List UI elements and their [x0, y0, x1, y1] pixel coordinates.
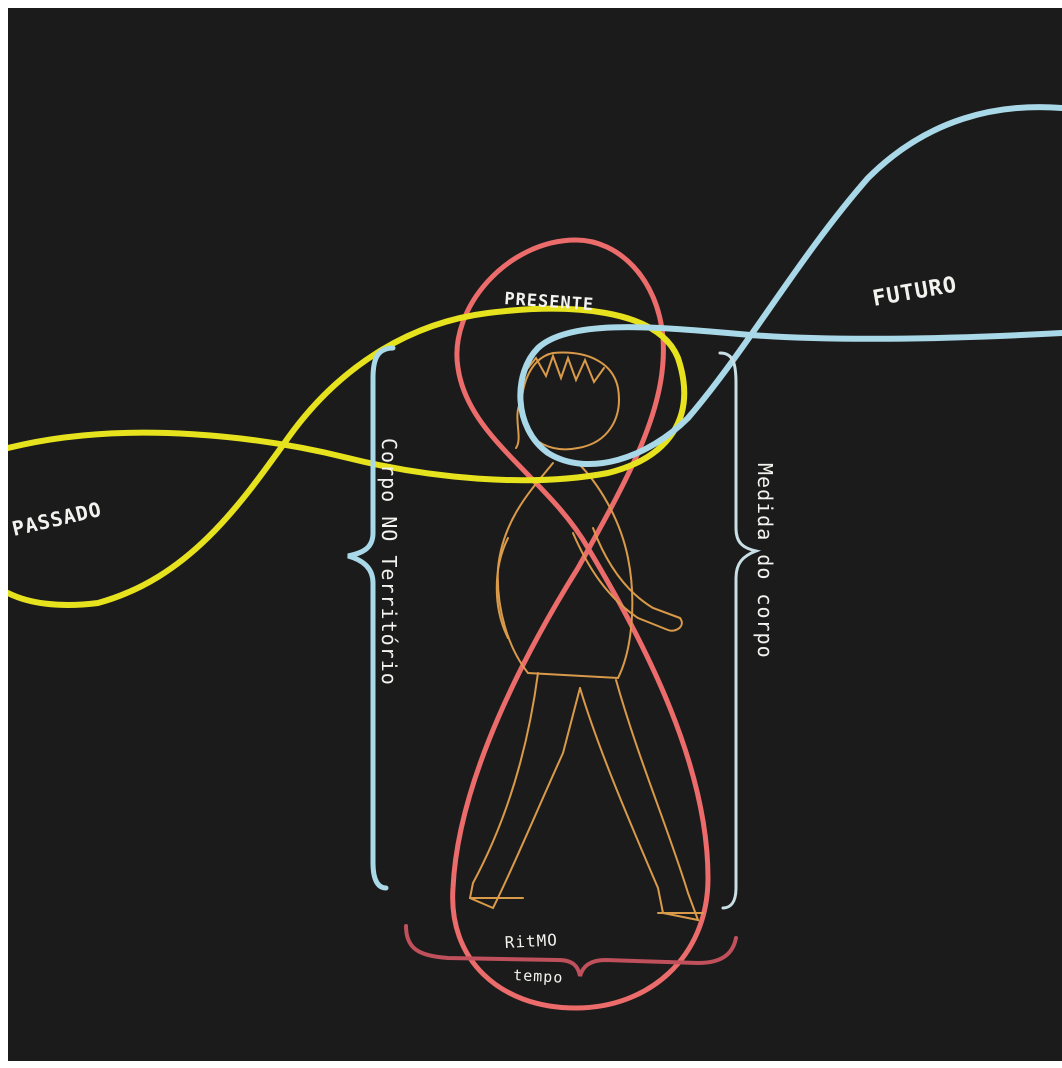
- figure-left-leg: [470, 673, 580, 908]
- figure-torso: [498, 463, 633, 678]
- label-ritmo: RitMO: [504, 930, 558, 952]
- label-passado: PASSADO: [10, 497, 104, 541]
- label-medida-do-corpo: Medida do corpo: [753, 463, 777, 659]
- figure-right-leg: [580, 680, 698, 920]
- label-corpo-no-territorio: Corpo NO Território: [377, 438, 401, 686]
- future-curve: [520, 107, 1062, 464]
- label-futuro: FUTURO: [871, 272, 960, 311]
- label-tempo: tempo: [513, 966, 564, 987]
- drawing-board: PASSADO PRESENTE FUTURO Corpo NO Territó…: [8, 8, 1062, 1061]
- right-brace: [720, 353, 756, 908]
- chalk-diagram: PASSADO PRESENTE FUTURO Corpo NO Territó…: [8, 8, 1062, 1061]
